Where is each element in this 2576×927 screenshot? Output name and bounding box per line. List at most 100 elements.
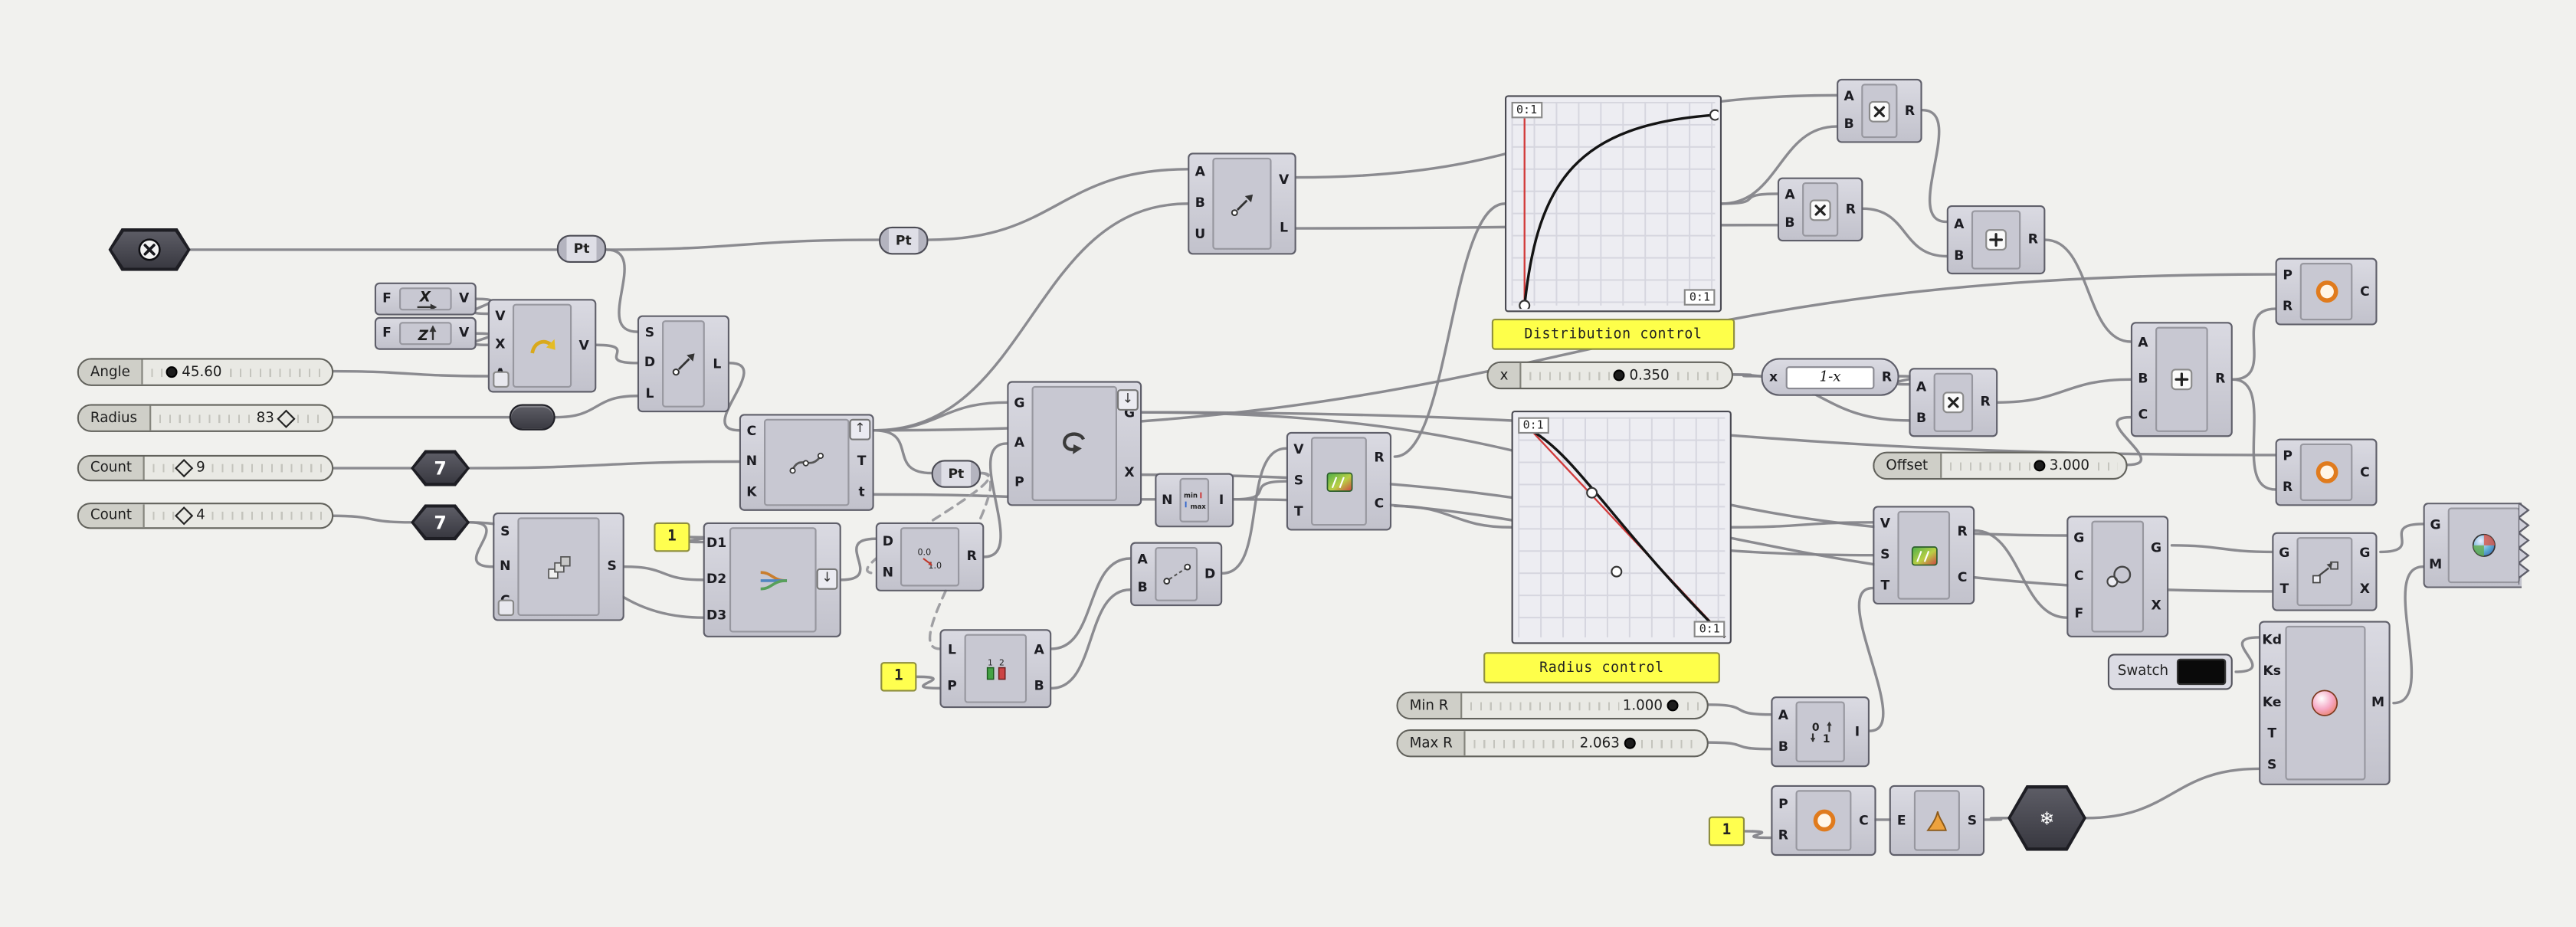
output-port-i[interactable]: I	[1854, 723, 1860, 739]
input-port-d1[interactable]: D1	[706, 535, 727, 551]
input-port-n[interactable]: N	[500, 558, 511, 574]
input-port-c[interactable]: C	[746, 424, 757, 439]
output-port-c[interactable]: C	[1859, 812, 1869, 827]
slider-track[interactable]: 9	[145, 457, 332, 480]
input-port-u[interactable]: U	[1195, 227, 1206, 242]
input-port-p[interactable]: P	[2283, 268, 2293, 283]
output-port-g[interactable]: G	[2359, 545, 2371, 561]
output-port-r[interactable]: R	[1980, 394, 1991, 409]
input-port-b[interactable]: B	[1954, 247, 1965, 262]
input-port-f[interactable]: F	[2074, 606, 2084, 622]
component-snowflake-hex[interactable]: ❄	[2007, 785, 2087, 851]
input-port-v[interactable]: V	[495, 308, 506, 324]
input-port-t[interactable]: T	[2279, 581, 2289, 597]
input-port-r[interactable]: R	[2283, 298, 2293, 313]
slider-track[interactable]: 3.000	[1941, 454, 2125, 478]
input-port-r[interactable]: R	[2283, 479, 2293, 494]
input-port-r[interactable]: R	[1778, 828, 1789, 843]
input-port-v[interactable]: V	[1880, 516, 1890, 532]
input-port-g[interactable]: G	[1014, 395, 1025, 411]
output-port-v[interactable]: V	[1278, 172, 1290, 187]
input-port-p[interactable]: P	[2283, 448, 2293, 464]
input-port-a[interactable]: A	[1137, 551, 1148, 567]
output-port-l[interactable]: L	[713, 355, 722, 371]
input-port-k[interactable]: K	[746, 484, 757, 500]
input-port-d[interactable]: D	[882, 532, 893, 549]
output-port-i[interactable]: I	[1218, 492, 1224, 507]
slider-grip[interactable]	[276, 408, 295, 427]
output-port-v[interactable]: V	[459, 325, 470, 340]
input-port-b[interactable]: B	[1785, 215, 1795, 231]
value-panel-panel-one-a[interactable]: 1	[654, 522, 690, 552]
component-hex-seven-2[interactable]: 7	[411, 504, 470, 541]
slider-grip[interactable]	[175, 506, 195, 526]
input-port-g[interactable]: G	[2073, 529, 2085, 545]
input-port-f[interactable]: F	[382, 290, 392, 306]
input-port-a[interactable]: A	[1785, 186, 1795, 202]
input-port-a[interactable]: A	[1195, 163, 1205, 179]
input-port-v[interactable]: V	[1293, 442, 1304, 457]
input-port-b[interactable]: B	[1916, 409, 1927, 425]
value-panel-panel-one-b[interactable]: 1	[880, 662, 917, 692]
output-port-x[interactable]: X	[2359, 581, 2371, 597]
input-port-b[interactable]: B	[1778, 739, 1788, 755]
input-port-l[interactable]: L	[948, 642, 956, 657]
input-port-b[interactable]: B	[1195, 195, 1205, 211]
input-port-e[interactable]: E	[1896, 812, 1906, 827]
flatten-icon[interactable]: ↓	[816, 568, 838, 590]
component-divide-curve[interactable]: CNKPTt↑	[739, 414, 874, 511]
output-port-a[interactable]: A	[1034, 642, 1044, 657]
input-port-s[interactable]: S	[500, 524, 510, 539]
panel-radius-control[interactable]: Radius control	[1483, 652, 1720, 683]
output-port-g[interactable]: G	[2151, 539, 2162, 555]
output-port-l[interactable]: L	[1280, 219, 1289, 234]
slider-grip[interactable]	[1667, 699, 1680, 712]
output-port-c[interactable]: C	[1957, 570, 1968, 585]
slider-track[interactable]: 45.60	[143, 360, 332, 385]
output-port-v[interactable]: V	[459, 290, 470, 306]
slider-track[interactable]: 0.350	[1522, 363, 1732, 388]
output-port-r[interactable]: R	[1881, 369, 1893, 384]
output-port-r[interactable]: R	[1904, 103, 1916, 118]
component-series[interactable]: SNCS	[493, 512, 624, 621]
input-port-b[interactable]: B	[2138, 371, 2148, 386]
slider-grip[interactable]	[2033, 460, 2045, 472]
component-point-param[interactable]	[108, 228, 191, 271]
output-port-r[interactable]: R	[1374, 450, 1385, 465]
point-param-pt-1[interactable]: Pt	[556, 234, 607, 264]
input-port-b[interactable]: B	[1844, 116, 1854, 133]
value-panel-panel-one-c[interactable]: 1	[1708, 816, 1745, 847]
output-port-c[interactable]: C	[2360, 464, 2370, 480]
input-port-l[interactable]: L	[645, 385, 654, 401]
output-port-r[interactable]: R	[1957, 523, 1968, 539]
input-port-a[interactable]: A	[1778, 707, 1789, 722]
curve-grip[interactable]	[1709, 109, 1719, 121]
input-port-c[interactable]: C	[2074, 568, 2084, 584]
output-port-r[interactable]: R	[2215, 371, 2226, 386]
input-port-c[interactable]: C	[2138, 407, 2148, 423]
point-param-pt-2[interactable]: Pt	[879, 226, 929, 255]
input-port-x[interactable]: x	[1768, 369, 1778, 384]
input-port-n[interactable]: N	[882, 564, 894, 579]
output-port-v[interactable]: V	[578, 337, 589, 352]
slider-track[interactable]: 2.063	[1466, 731, 1707, 755]
colour-swatch[interactable]: Swatch	[2107, 653, 2233, 690]
